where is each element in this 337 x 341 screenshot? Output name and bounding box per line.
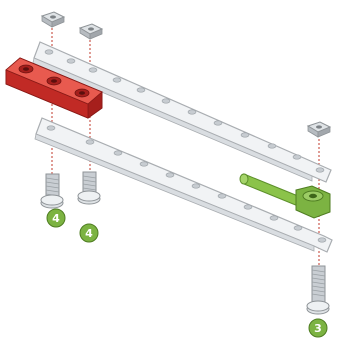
screw-icon-right	[306, 265, 330, 315]
red-pivot-block-icon	[5, 57, 103, 119]
screw-icon-middle	[77, 171, 101, 205]
square-nut-icon-right	[306, 121, 332, 138]
square-nut-icon-left	[40, 11, 66, 28]
callout-label-left: 4	[52, 212, 60, 225]
callout-badge-left: 4	[46, 208, 66, 228]
green-axle-peg-icon	[239, 173, 331, 219]
lower-metal-strip	[34, 117, 333, 253]
callout-label-right: 3	[314, 322, 322, 335]
screw-icon-left	[40, 173, 64, 209]
upper-metal-strip	[32, 41, 332, 183]
square-nut-icon-middle	[78, 23, 104, 40]
callout-label-middle: 4	[85, 227, 93, 240]
callout-badge-right: 3	[308, 318, 328, 338]
callout-badge-middle: 4	[79, 223, 99, 243]
